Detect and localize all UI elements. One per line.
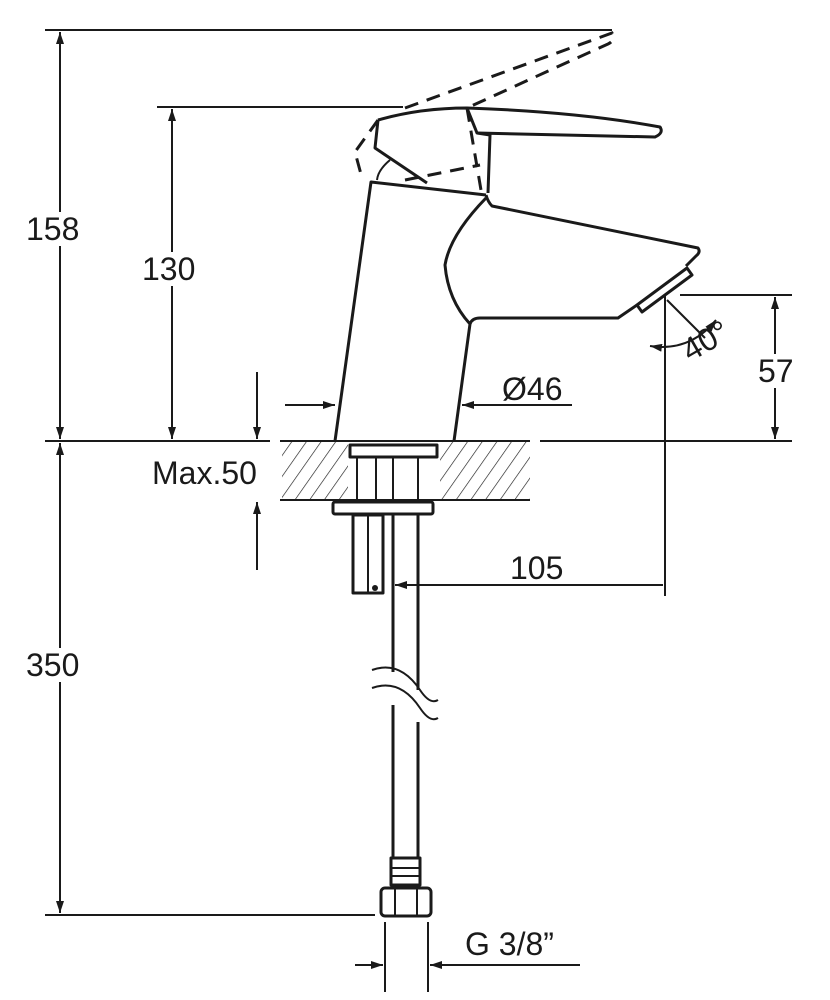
flexible-hose [371,515,439,918]
lever-open-position-dashed [353,31,615,191]
dim-46-label: Ø46 [502,371,563,407]
faucet-body [333,180,701,442]
dim-350-label: 350 [26,647,80,683]
dim-57-label: 57 [758,353,794,389]
dim-40-arc [649,319,717,352]
lever-handle [373,106,663,194]
dim-max50-label: Max.50 [152,455,257,491]
countertop-section [280,442,530,501]
dim-130-label: 130 [142,251,196,287]
connection-nut [379,886,433,918]
dim-105-label: 105 [510,550,564,586]
dim-158-label: 158 [26,211,80,247]
extension-lines [45,29,792,992]
dim-g38-label: G 3/8” [465,926,554,962]
mounting-assembly [331,443,439,595]
aerator [635,266,694,314]
